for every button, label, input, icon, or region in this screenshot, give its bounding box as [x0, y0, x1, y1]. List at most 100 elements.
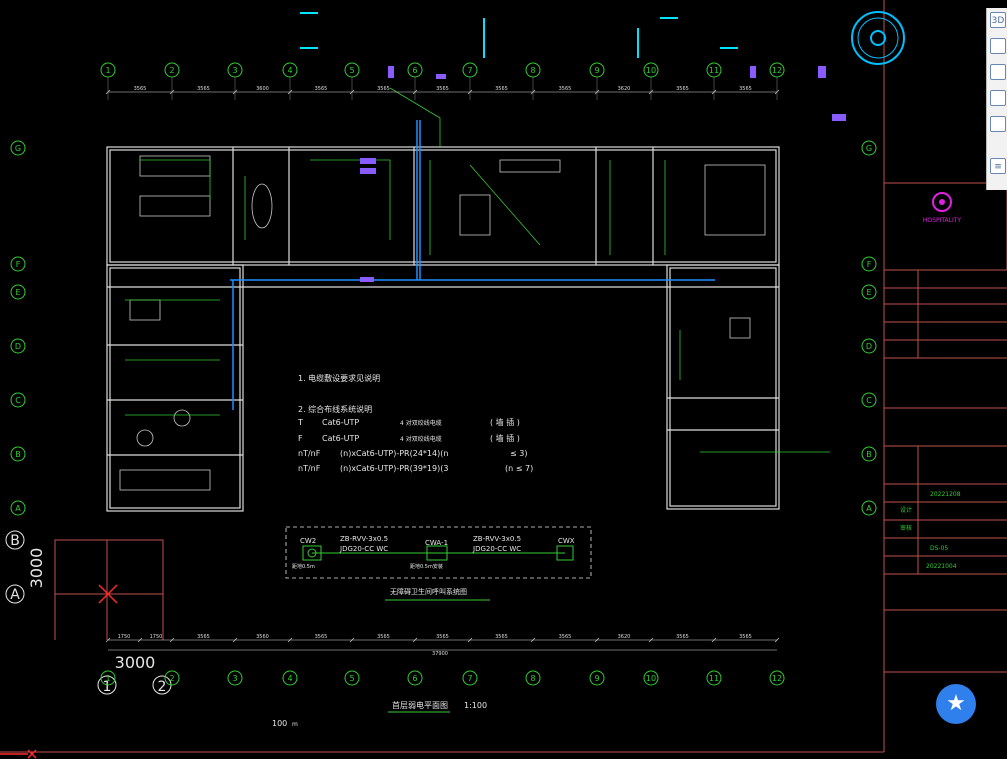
- tb-date: 20221208: [930, 491, 961, 498]
- cwa1-label: CWA-1: [425, 539, 448, 547]
- zoom-button[interactable]: [990, 64, 1006, 80]
- note-f-cable: Cat6-UTP: [322, 434, 359, 443]
- axis-bottom-bubble-8: [525, 670, 541, 686]
- showmotion-button[interactable]: [990, 116, 1006, 132]
- cable-1-label: ZB-RVV-3x0.5: [340, 535, 388, 543]
- plan-title-text: 首层弱电平面图: [392, 700, 448, 710]
- top-dim-6: 3565: [495, 86, 508, 92]
- axis-left-bubble-C: [10, 392, 26, 408]
- axis-bottom-label-4: 4: [287, 674, 292, 683]
- bottom-dim-9: 3620: [618, 634, 631, 640]
- note-nt2-sym: nT/nF: [298, 464, 321, 473]
- bottom-dim-11: 3565: [739, 634, 752, 640]
- axis-bottom-label-10: 10: [646, 674, 656, 683]
- axis-bottom-bubble-1: [100, 670, 116, 686]
- axis-left-bubble-F: [10, 256, 26, 272]
- tb-drawing-no: DS-05: [930, 545, 948, 552]
- top-dim-10: 3565: [739, 86, 752, 92]
- axis-left-label-B: B: [15, 450, 21, 459]
- note-t-note: ( 墙 插 ): [490, 417, 520, 427]
- cyan-lines: [300, 12, 738, 58]
- axis-left-label-D: D: [15, 342, 21, 351]
- legend-dim-v: 3000: [27, 548, 46, 589]
- pan-button[interactable]: [990, 38, 1006, 54]
- top-dim-7: 3565: [559, 86, 572, 92]
- axis-top-label-5: 5: [349, 66, 354, 75]
- top-dim-0: 3565: [134, 86, 147, 92]
- axis-right-bubble-F: [861, 256, 877, 272]
- axis-bottom-bubble-4: [282, 670, 298, 686]
- bottom-dim-6: 3565: [436, 634, 449, 640]
- bottom-dim-3: 3560: [256, 634, 269, 640]
- axis-left-label-F: F: [16, 260, 21, 269]
- axis-right-label-E: E: [866, 288, 871, 297]
- call-system-title: 无障碍卫生间呼叫系统图: [390, 587, 467, 596]
- note-f-desc: 4 对双绞线电缆: [400, 435, 442, 443]
- call-left-note: 距地0.5m: [292, 563, 315, 570]
- axis-right-label-B: B: [866, 450, 872, 459]
- tb-date2: 20221004: [926, 563, 957, 570]
- axis-bottom-bubble-7: [462, 670, 478, 686]
- top-dim-4: 3565: [377, 86, 390, 92]
- legend-dim-h: 3000: [115, 653, 156, 672]
- call-mid-note: 距地0.5m安装: [410, 563, 443, 570]
- view-3d-button[interactable]: 3D: [990, 12, 1006, 28]
- axis-right-bubble-C: [861, 392, 877, 408]
- bottom-dim-5: 3565: [377, 634, 390, 640]
- bottom-dim-8: 3565: [559, 634, 572, 640]
- note-nt-spec: (n)xCat6-UTP)-PR(24*14)(n: [340, 449, 448, 458]
- plan-scale: 1:100: [464, 701, 487, 710]
- axis-left-label-G: G: [15, 144, 21, 153]
- axis-top-label-12: 12: [772, 66, 782, 75]
- axis-right-bubble-A: [861, 500, 877, 516]
- axis-left-bubble-D: [10, 338, 26, 354]
- axis-left-bubble-E: [10, 284, 26, 300]
- note-f-sym: F: [298, 434, 303, 443]
- axis-left-bubble-B: [10, 446, 26, 462]
- note-f-note: ( 墙 插 ): [490, 433, 520, 443]
- note-nt-sym: nT/nF: [298, 449, 321, 458]
- axis-top-label-3: 3: [232, 66, 237, 75]
- axis-bottom-label-6: 6: [412, 674, 417, 683]
- axis-bottom-label-11: 11: [709, 674, 719, 683]
- axis-left-label-E: E: [15, 288, 20, 297]
- axis-top-label-6: 6: [412, 66, 417, 75]
- axis-bottom-bubble-3: [227, 670, 243, 686]
- axis-bottom-bubble-5: [344, 670, 360, 686]
- axis-bottom-bubble-2: [164, 670, 180, 686]
- orbit-button[interactable]: [990, 90, 1006, 106]
- axis-right-bubble-B: [861, 446, 877, 462]
- conduit-1-label: JDG20-CC WC: [339, 545, 388, 553]
- axis-bottom-label-1: 1: [105, 674, 110, 683]
- furniture: [119, 155, 766, 491]
- bottom-dim-10: 3565: [676, 634, 689, 640]
- bottom-dim-2: 3565: [197, 634, 210, 640]
- building-walls: [106, 146, 780, 512]
- layer-list-button[interactable]: ≡: [990, 158, 1006, 174]
- dim-total: 37900: [432, 651, 448, 657]
- axis-top-label-10: 10: [646, 66, 656, 75]
- favorite-star-button[interactable]: ★: [936, 684, 976, 724]
- axis-bottom-bubble-6: [407, 670, 423, 686]
- axis-bottom-label-3: 3: [232, 674, 237, 683]
- axis-top-label-4: 4: [287, 66, 292, 75]
- plan-title: 首层弱电平面图 1:100 100 m: [272, 700, 487, 728]
- ucs-arrow: [0, 749, 37, 759]
- call-system-diagram: CW2 CWA-1 CWX ZB-RVV-3x0.5 JDG20-CC WC Z…: [285, 526, 592, 601]
- top-dim-3: 3565: [315, 86, 328, 92]
- note-t-sym: T: [297, 418, 303, 427]
- axis-left-bubble-A: [10, 500, 26, 516]
- tb-checker: 审核: [900, 524, 912, 532]
- top-dim-9: 3565: [676, 86, 689, 92]
- axis-top-label-11: 11: [709, 66, 719, 75]
- axis-right-bubble-E: [861, 284, 877, 300]
- marker-blocks: [360, 66, 846, 282]
- axis-top-label-1: 1: [105, 66, 110, 75]
